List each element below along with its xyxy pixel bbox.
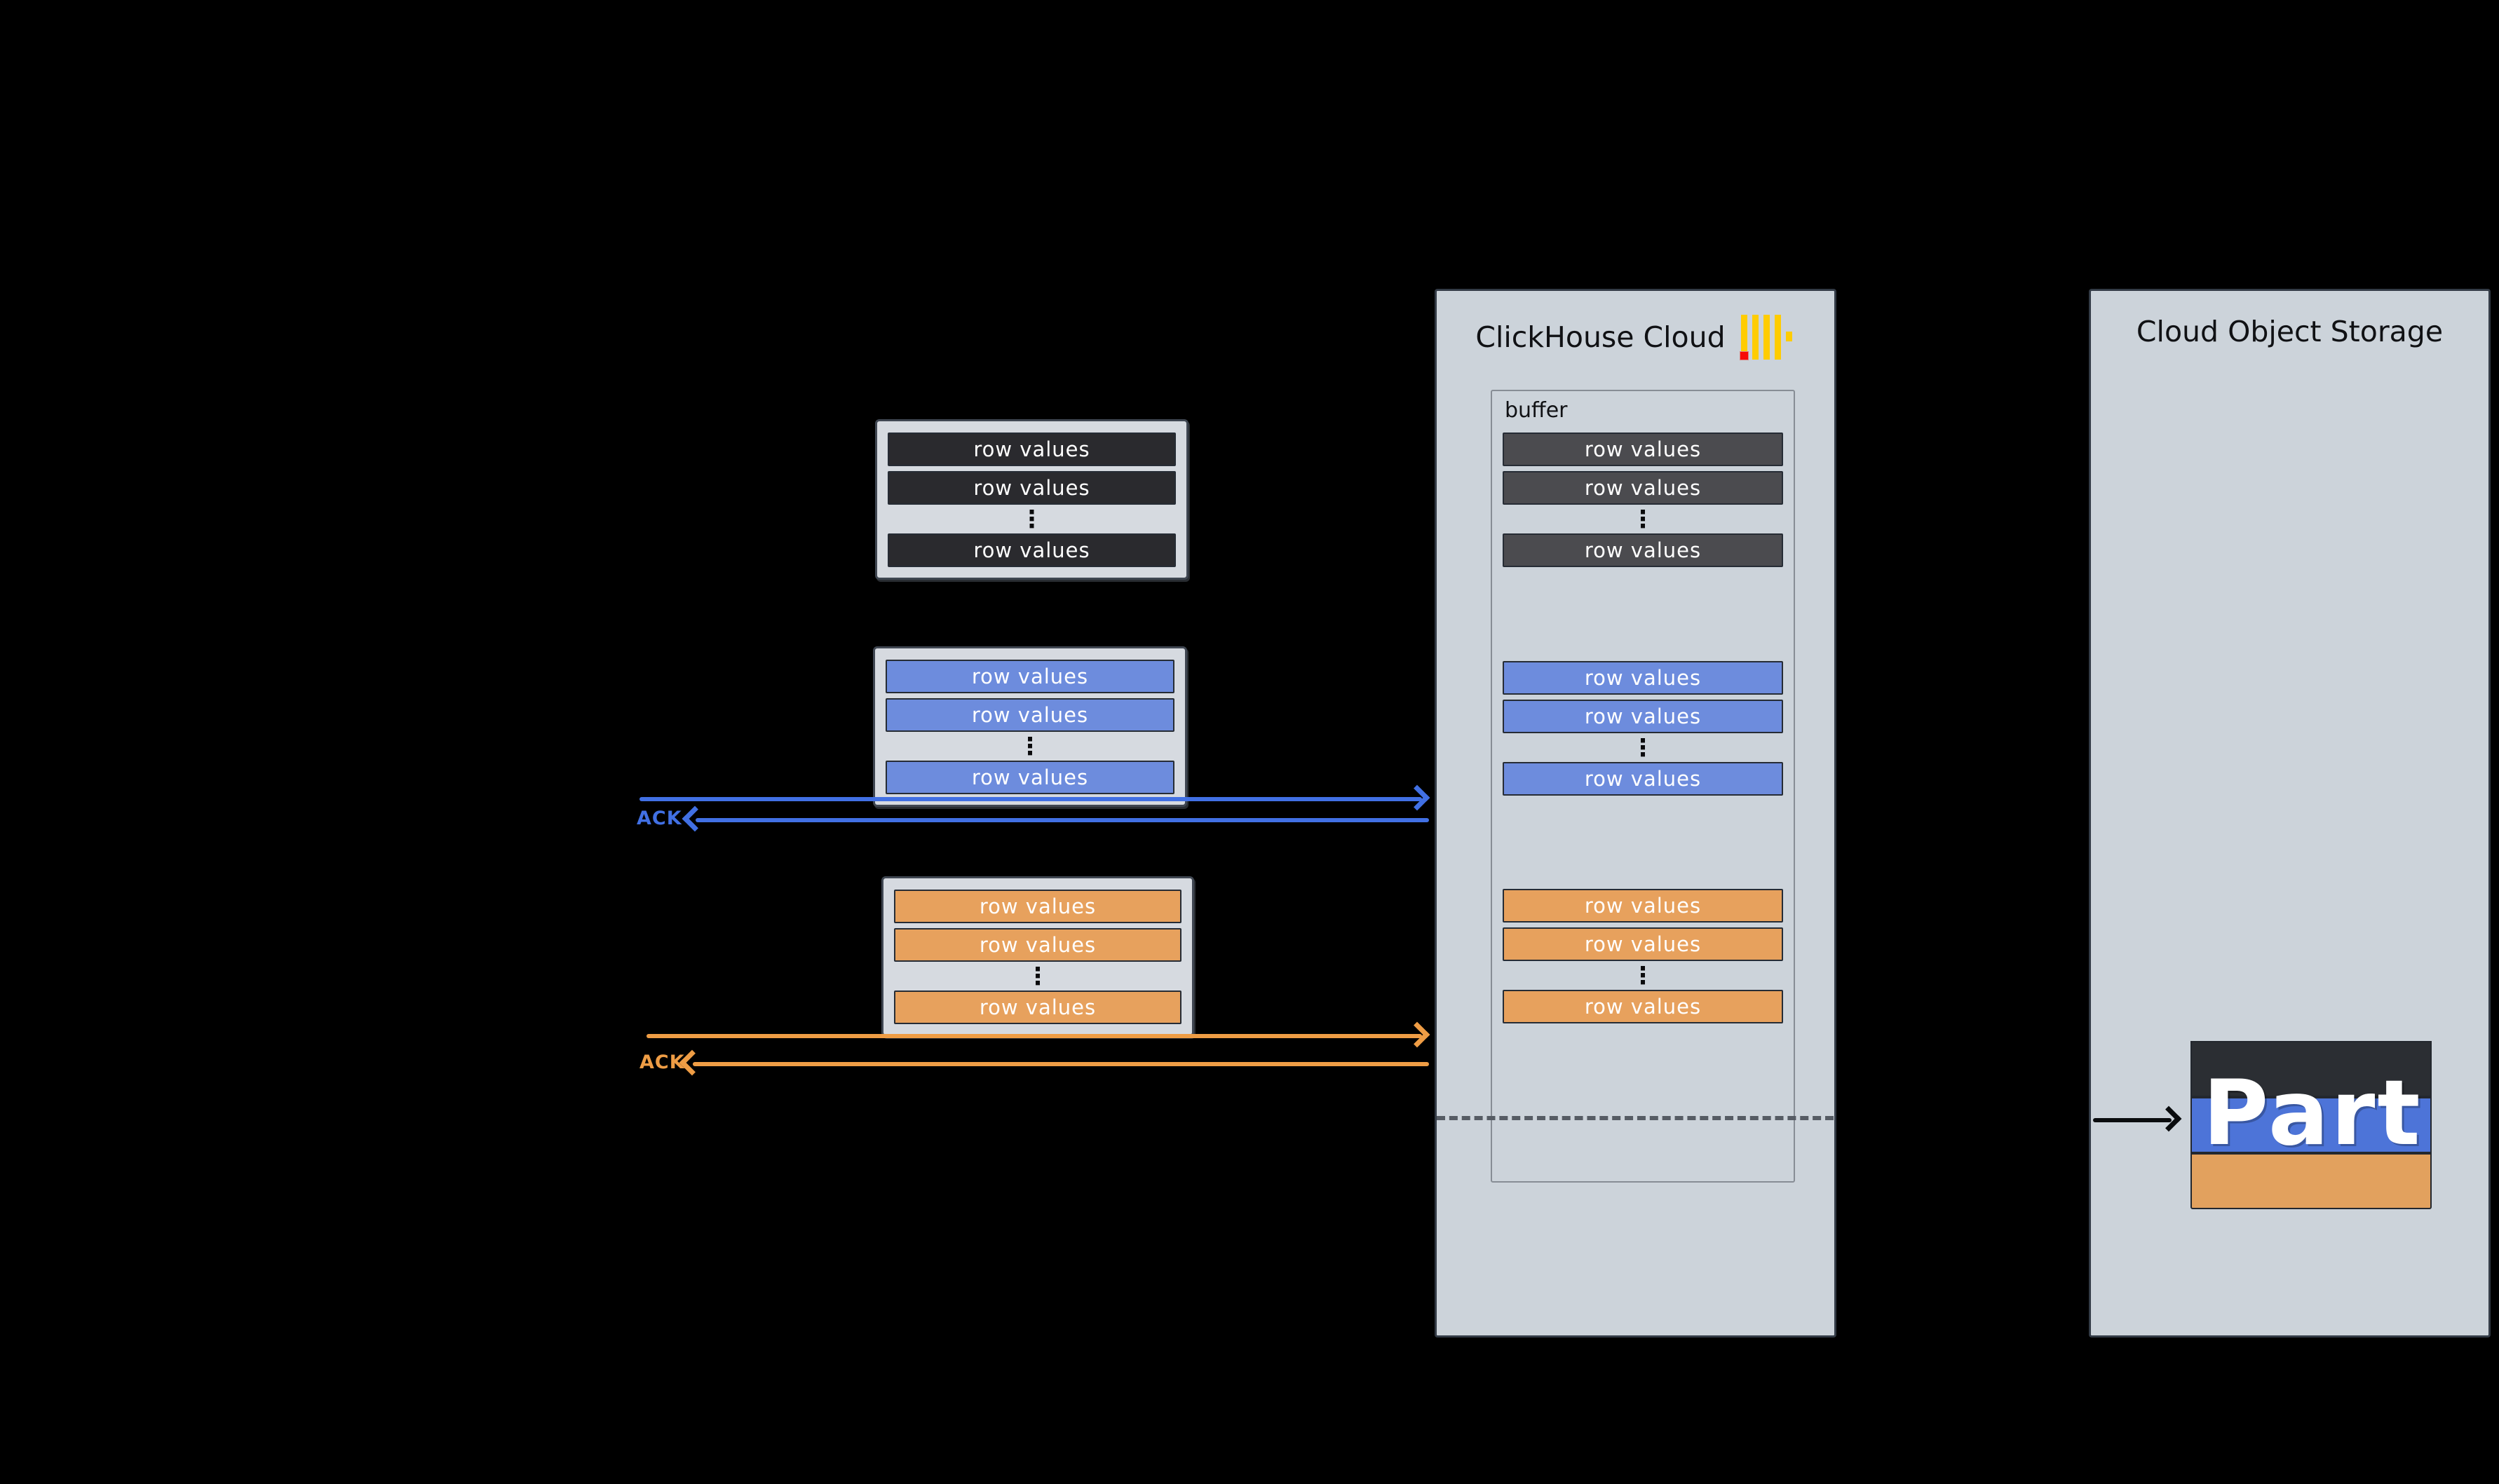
client-insert-table-2: row values row values ⋮ row values: [873, 646, 1187, 807]
ellipsis-dots: ⋮: [1020, 505, 1044, 533]
buffer-section-blue: row values row values ⋮ row values: [1503, 661, 1783, 801]
insert-arrow-orange: [646, 1034, 1422, 1038]
ellipsis-dots: ⋮: [1631, 505, 1655, 533]
client-insert-table-1: row values row values ⋮ row values: [875, 419, 1188, 580]
cloud-object-storage-header: Cloud Object Storage: [2091, 315, 2488, 348]
row-values-cell: row values: [888, 533, 1176, 567]
part-band-dark: [2190, 1041, 2432, 1097]
insert-arrow-blue: [639, 797, 1422, 801]
row-values-cell: row values: [1503, 661, 1783, 695]
buffer-flush-dashed-line: [1437, 1116, 1834, 1120]
row-values-cell: row values: [888, 433, 1176, 466]
row-values-cell: row values: [886, 761, 1174, 794]
ack-arrow-orange: [693, 1062, 1429, 1066]
cloud-object-storage-title: Cloud Object Storage: [2136, 315, 2444, 348]
client-insert-table-3: row values row values ⋮ row values: [881, 876, 1194, 1037]
ellipsis-dots: ⋮: [1018, 733, 1042, 761]
ack-arrow-blue: [696, 818, 1429, 822]
row-values-cell: row values: [1503, 471, 1783, 505]
part-band-orange: [2190, 1153, 2432, 1209]
ellipsis-dots: ⋮: [1631, 734, 1655, 762]
buffer-section-orange: row values row values ⋮ row values: [1503, 889, 1783, 1028]
buffer-section-dark: row values row values ⋮ row values: [1503, 433, 1783, 572]
ellipsis-dots: ⋮: [1631, 962, 1655, 990]
row-values-cell: row values: [1503, 762, 1783, 796]
row-values-cell: row values: [888, 471, 1176, 505]
ack-label-orange: ACK: [639, 1051, 685, 1073]
row-values-cell: row values: [894, 928, 1181, 962]
row-values-cell: row values: [1503, 533, 1783, 567]
row-values-cell: row values: [1503, 990, 1783, 1023]
clickhouse-logo-icon: [1739, 315, 1796, 360]
clickhouse-cloud-title: ClickHouse Cloud: [1475, 320, 1726, 354]
ellipsis-dots: ⋮: [1026, 962, 1050, 991]
row-values-cell: row values: [894, 991, 1181, 1024]
row-values-cell: row values: [894, 890, 1181, 923]
clickhouse-cloud-panel: ClickHouse Cloud buffer row values row v…: [1435, 289, 1836, 1337]
row-values-cell: row values: [1503, 889, 1783, 923]
insert-arrowhead-orange: [1404, 1021, 1430, 1048]
flush-to-part-arrow: [2093, 1118, 2172, 1122]
row-values-cell: row values: [1503, 433, 1783, 466]
row-values-cell: row values: [886, 660, 1174, 693]
row-values-cell: row values: [1503, 927, 1783, 961]
part-block: [2190, 1041, 2432, 1209]
buffer-label: buffer: [1505, 398, 1568, 423]
part-label: Part: [2202, 1061, 2423, 1166]
clickhouse-cloud-header: ClickHouse Cloud: [1437, 315, 1834, 360]
row-values-cell: row values: [886, 698, 1174, 732]
ack-label-blue: ACK: [637, 808, 682, 829]
part-band-blue: [2190, 1097, 2432, 1153]
ack-arrowhead-blue: [682, 805, 708, 832]
row-values-cell: row values: [1503, 700, 1783, 733]
buffer-box: buffer row values row values ⋮ row value…: [1491, 390, 1795, 1183]
insert-arrowhead-blue: [1404, 784, 1430, 811]
